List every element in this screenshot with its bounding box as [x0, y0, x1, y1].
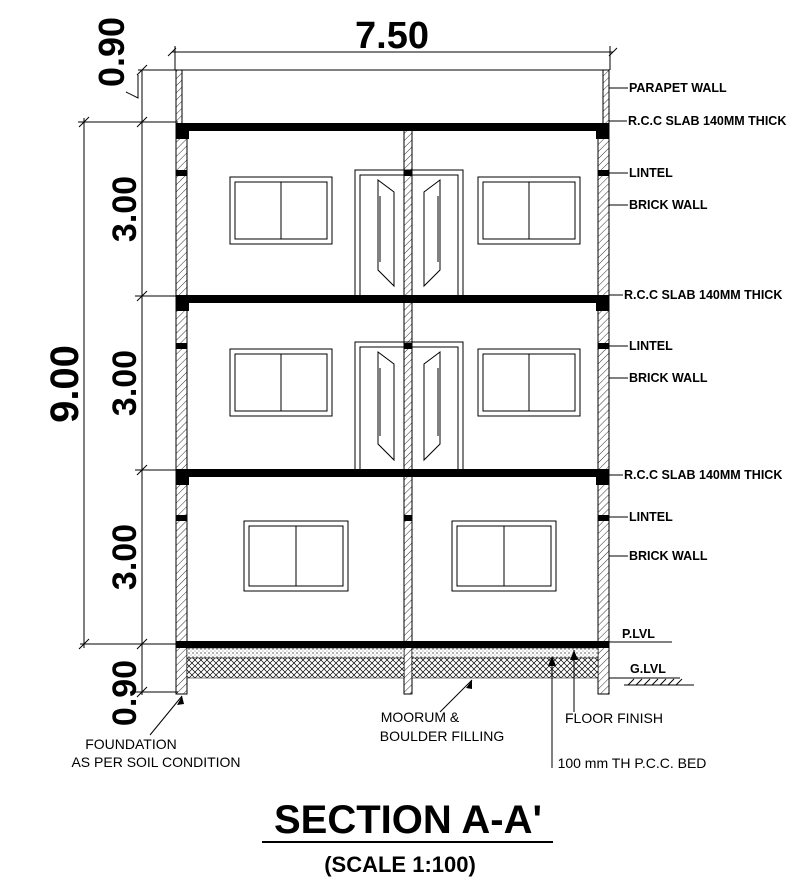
walls — [175, 69, 610, 695]
lintel-label-top: LINTEL — [629, 166, 673, 180]
roof-slab — [176, 123, 609, 131]
ground-level-label: G.LVL — [630, 662, 666, 676]
windows-middle-floor — [229, 348, 581, 417]
title-block: SECTION A-A' (SCALE 1:100) — [262, 798, 553, 877]
pcc-bed-note: 100 mm TH P.C.C. BED — [558, 755, 707, 771]
middle-wall — [403, 123, 413, 695]
parapet-wall-label: PARAPET WALL — [629, 81, 727, 95]
second-floor-slab — [176, 295, 609, 303]
bottom-notes: FOUNDATION AS PER SOIL CONDITION MOORUM … — [71, 650, 706, 771]
slab-label-second: R.C.C SLAB 140MM THICK — [624, 288, 782, 302]
ground-hatch-symbol — [624, 678, 694, 686]
door-top-floor — [354, 169, 464, 297]
lintel-label-ground: LINTEL — [629, 510, 673, 524]
filling-note-line2: BOULDER FILLING — [380, 728, 504, 744]
brick-wall-label-middle: BRICK WALL — [629, 371, 708, 385]
lintels — [176, 170, 609, 521]
parapet-height-text: 0.90 — [91, 17, 132, 87]
vertical-dimensions: 0.90 9.00 3.00 3.00 3.00 0.90 — [43, 17, 178, 726]
outer-wall-left — [175, 123, 188, 695]
section-title: SECTION A-A' — [274, 798, 542, 842]
width-dimension: 7.50 — [167, 15, 618, 70]
slab-label-first: R.C.C SLAB 140MM THICK — [624, 468, 782, 482]
plinth-slab — [176, 641, 609, 648]
slab-label-roof: R.C.C SLAB 140MM THICK — [628, 114, 786, 128]
slabs — [176, 123, 609, 648]
outer-wall-right — [597, 123, 610, 695]
width-dimension-text: 7.50 — [355, 15, 429, 57]
foundation-note-line1: FOUNDATION — [85, 736, 177, 752]
plinth-height-text: 0.90 — [106, 660, 144, 726]
lintel-label-middle: LINTEL — [629, 339, 673, 353]
parapet-wall-right — [602, 69, 610, 125]
brick-wall-label-ground: BRICK WALL — [629, 549, 708, 563]
scale-text: (SCALE 1:100) — [324, 852, 476, 877]
right-labels: PARAPET WALL R.C.C SLAB 140MM THICK LINT… — [609, 81, 786, 686]
plinth-level-label: P.LVL — [622, 627, 655, 641]
brick-wall-label-top: BRICK WALL — [629, 198, 708, 212]
foundation-filling — [186, 647, 599, 679]
windows-top-floor — [229, 176, 581, 245]
floor-height-text-middle: 3.00 — [106, 350, 144, 416]
filling-note-line1: MOORUM & — [381, 709, 460, 725]
foundation-note-line2: AS PER SOIL CONDITION — [71, 754, 240, 770]
parapet-wall-left — [175, 69, 183, 125]
windows-ground-floor — [243, 520, 557, 592]
floor-height-text-bottom: 3.00 — [106, 524, 144, 590]
door-middle-floor — [354, 341, 464, 471]
total-height-text: 9.00 — [43, 345, 87, 423]
floor-finish-note: FLOOR FINISH — [565, 710, 663, 726]
floor-height-text-top: 3.00 — [106, 176, 144, 242]
first-floor-slab — [176, 469, 609, 477]
